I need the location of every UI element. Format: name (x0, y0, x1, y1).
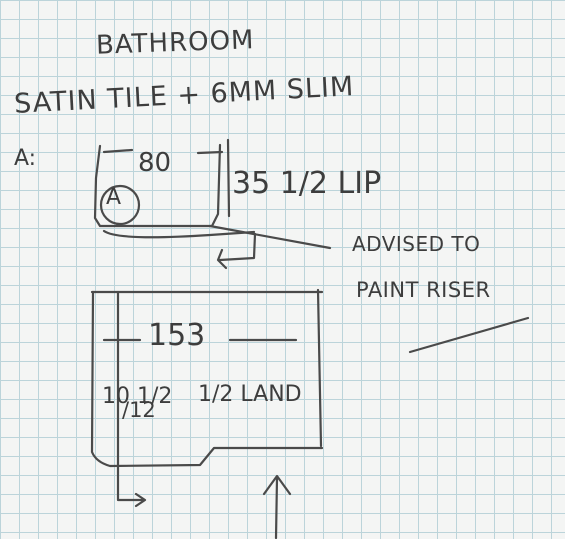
bottom-left-label: 10 1/2 (102, 384, 173, 409)
bottom-rect-right (316, 288, 323, 448)
label-a-circle (99, 184, 141, 226)
top-rect-right-vertical (226, 138, 231, 218)
bottom-mid-label: /12 (122, 398, 156, 422)
note-line-1: ADVISED TO (352, 232, 481, 256)
reference-label: A: (14, 146, 37, 171)
note-line-2: PAINT RISER (356, 278, 491, 302)
note-underline (408, 316, 530, 354)
sketch-title: BATHROOM (95, 25, 255, 61)
bottom-up-arrow (262, 474, 292, 539)
top-width-label: 80 (138, 148, 172, 178)
top-side-label: 35 1/2 LIP (232, 166, 382, 201)
top-rect-top-edge (102, 148, 224, 155)
note-leader-line (208, 224, 332, 250)
top-rect-bottom-curve (102, 229, 256, 239)
circle-a-label: A (106, 185, 122, 210)
bottom-right-label: 1/2 LAND (198, 382, 302, 407)
bottom-rect-cross (102, 290, 298, 474)
top-rect-outline (93, 143, 222, 228)
bottom-rect-left (90, 290, 324, 468)
bottom-width-label: 153 (148, 318, 206, 353)
top-arrow (216, 232, 257, 270)
bottom-left-arrow (116, 470, 147, 508)
